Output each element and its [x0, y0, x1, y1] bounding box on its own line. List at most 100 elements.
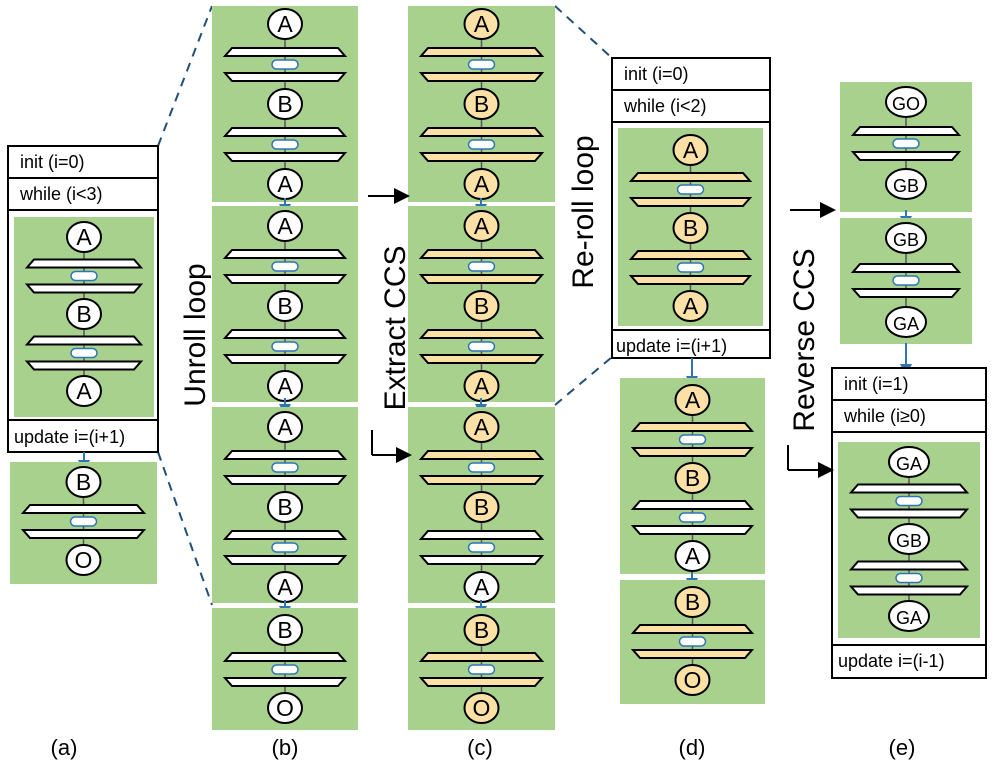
node-label: A [474, 213, 490, 239]
node-circle [672, 212, 709, 244]
reroll-loop-label: Re-roll loop [567, 135, 600, 288]
node-label: A [474, 414, 490, 440]
channel [418, 450, 545, 485]
channel-bar-bottom [418, 152, 545, 162]
dashed-connectors [157, 5, 613, 606]
channel-bar-top [418, 530, 545, 540]
node-circle [267, 614, 303, 646]
node-a: A [463, 210, 500, 242]
channel-bar-bottom [850, 151, 962, 161]
channel [630, 422, 755, 457]
node-circle [267, 88, 303, 120]
node-label: O [276, 695, 294, 721]
channel-buffer [467, 341, 496, 352]
channel [24, 335, 144, 371]
channel-buffer [271, 664, 299, 675]
channel [222, 530, 348, 565]
channel-bar-top [850, 126, 962, 136]
channel [628, 172, 753, 207]
node-label: A [685, 387, 701, 413]
channel-buffer [892, 138, 920, 149]
node-a: A [463, 8, 500, 40]
channel-buffer [70, 270, 98, 282]
node-a: A [674, 540, 711, 572]
node-label: O [473, 695, 491, 721]
node-a: A [66, 221, 102, 253]
channel-buffer [678, 434, 707, 445]
channel-bar-bottom [20, 529, 147, 539]
node-label: B [76, 301, 91, 327]
node-circle [672, 134, 709, 166]
channel [418, 329, 545, 364]
node-label: B [474, 91, 489, 117]
channel-bar-bottom [222, 677, 348, 687]
update-text: update i=(i+1) [616, 336, 727, 356]
node-circle [463, 491, 500, 523]
node-label: B [474, 293, 489, 319]
channel-bar-top [222, 329, 348, 339]
channel-bar-bottom [418, 677, 545, 687]
node-circle [267, 411, 303, 443]
node-circle [463, 8, 500, 40]
channel-bar-bottom [848, 585, 970, 596]
channel [628, 250, 753, 285]
node-label: GA [893, 314, 919, 334]
node-circle [66, 221, 102, 253]
node-label: A [277, 414, 293, 440]
channel-buffer [271, 542, 299, 553]
node-b: B [672, 212, 709, 244]
node-label: B [474, 494, 489, 520]
channel-bar-top [418, 652, 545, 662]
subfigure-label-a: (a) [51, 735, 78, 760]
node-a: A [66, 375, 102, 407]
node-label: A [683, 293, 699, 319]
node-b: B [66, 298, 102, 330]
channel [418, 47, 545, 82]
channel-bar-top [20, 504, 147, 514]
channel-bar-bottom [222, 475, 348, 485]
channel-bar-bottom [850, 288, 962, 298]
channel-bar-top [418, 249, 545, 259]
channel [222, 127, 348, 162]
channel-buffer [271, 59, 299, 70]
node-b: B [267, 290, 303, 322]
node-o: O [267, 692, 303, 724]
node-circle [463, 88, 500, 120]
channel [222, 329, 348, 364]
node-label: GA [896, 454, 922, 474]
node-circle [885, 222, 927, 254]
channel-bar-top [848, 560, 970, 571]
channel-bar-bottom [418, 72, 545, 82]
channel [848, 560, 970, 596]
node-ga: GA [888, 446, 930, 478]
channel [222, 47, 348, 82]
channel [20, 504, 147, 539]
node-label: A [474, 11, 490, 37]
node-label: B [685, 589, 700, 615]
transform-arrows [368, 188, 836, 478]
channel-bar-bottom [418, 475, 545, 485]
node-circle [674, 664, 711, 696]
node-circle [463, 411, 500, 443]
channel-buffer [271, 261, 299, 272]
node-label: A [683, 137, 699, 163]
channel-buffer [676, 184, 705, 195]
channel-bar-top [24, 335, 144, 346]
channel-bar-top [418, 127, 545, 137]
node-circle [463, 290, 500, 322]
node-b: B [463, 491, 500, 523]
node-circle [885, 306, 927, 338]
node-circle [463, 210, 500, 242]
channel-bar-bottom [24, 283, 144, 294]
channel [850, 126, 962, 161]
channel-buffer [895, 572, 923, 584]
node-label: A [76, 224, 92, 250]
extract-ccs-label: Extract CCS [379, 245, 412, 410]
node-b: B [267, 614, 303, 646]
node-label: A [277, 373, 293, 399]
node-circle [672, 290, 709, 322]
node-label: O [684, 667, 702, 693]
channel-buffer [467, 542, 496, 553]
channel-buffer [467, 462, 496, 473]
